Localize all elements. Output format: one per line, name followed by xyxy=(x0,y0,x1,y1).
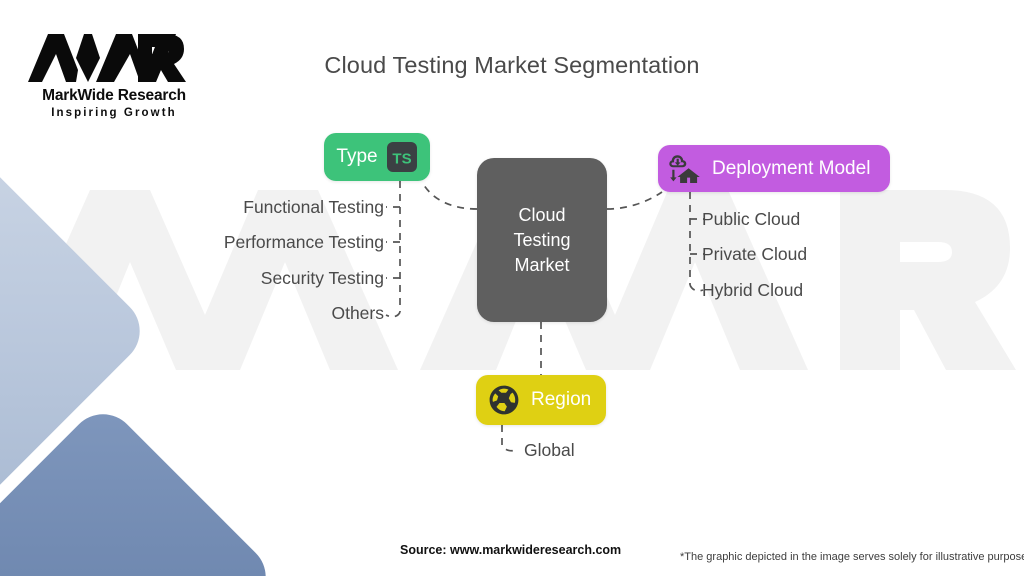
node-center-line-1: Cloud xyxy=(518,204,566,225)
brand-logo: MarkWide Research Inspiring Growth xyxy=(26,30,202,126)
leaf-others: Others xyxy=(331,303,384,323)
node-type-label: Type xyxy=(336,146,378,167)
leaf-public-cloud: Public Cloud xyxy=(702,209,801,229)
leaf-security-testing: Security Testing xyxy=(260,268,384,288)
leaf-global: Global xyxy=(524,440,575,460)
node-region-label: Region xyxy=(531,389,592,410)
svg-text:TS: TS xyxy=(392,151,411,168)
leaf-functional-testing: Functional Testing xyxy=(243,197,384,217)
node-cloud-testing-market[interactable]: Cloud Testing Market xyxy=(477,158,607,322)
node-center-line-2: Testing xyxy=(513,229,571,250)
source-text: Source: www.markwideresearch.com xyxy=(400,543,622,557)
leaf-private-cloud: Private Cloud xyxy=(702,244,808,264)
brand-name: MarkWide Research xyxy=(42,87,186,104)
cloud-house-icon xyxy=(669,154,700,183)
mwr-logo-icon xyxy=(28,34,186,82)
brand-tagline: Inspiring Growth xyxy=(51,107,177,119)
ts-badge-icon: TS xyxy=(386,142,417,172)
node-deployment-model-label: Deployment Model xyxy=(712,157,871,179)
node-region[interactable]: Region xyxy=(476,375,606,425)
disclaimer-text: *The graphic depicted in the image serve… xyxy=(680,551,1024,563)
leaf-hybrid-cloud: Hybrid Cloud xyxy=(702,280,804,300)
node-deployment-model[interactable]: Deployment Model xyxy=(658,145,890,192)
globe-icon xyxy=(489,385,519,415)
leaf-performance-testing: Performance Testing xyxy=(223,232,384,252)
page-title: Cloud Testing Market Segmentation xyxy=(324,52,700,78)
node-center-line-3: Market xyxy=(514,254,570,275)
node-type[interactable]: Type TS xyxy=(324,133,430,181)
